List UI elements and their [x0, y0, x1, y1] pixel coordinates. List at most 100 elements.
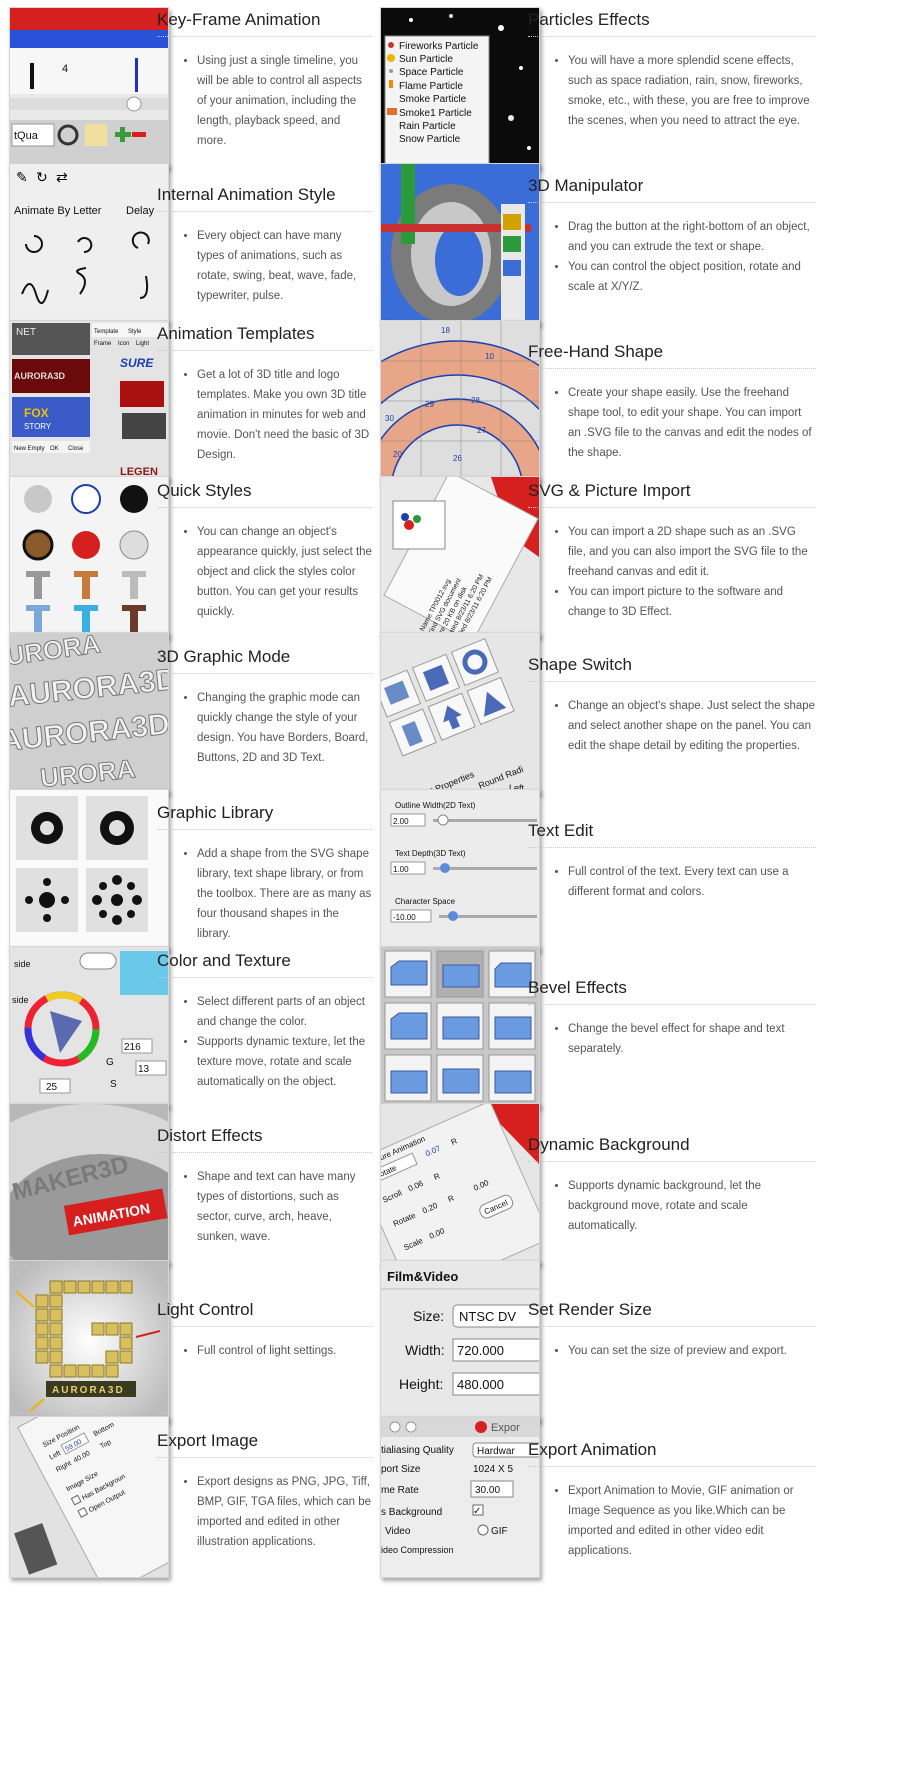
feature-bullet: You can change an object's appearance qu…: [197, 522, 372, 622]
height-input[interactable]: 480.000: [457, 1377, 504, 1392]
keyframe-number: 4: [62, 63, 68, 75]
feature-text: Dynamic Background Supports dynamic back…: [528, 1135, 816, 1236]
feature-title: Export Animation: [528, 1440, 816, 1467]
text-depth-value[interactable]: 1.00: [393, 865, 409, 874]
feature-text: Key-Frame Animation Using just a single …: [157, 10, 372, 151]
reset-button[interactable]: R: [447, 1193, 456, 1204]
tab-template[interactable]: Template: [94, 329, 119, 335]
template-story: STORY: [24, 422, 52, 431]
feature-title: SVG & Picture Import: [528, 481, 816, 508]
gif-option[interactable]: GIF: [491, 1526, 508, 1537]
feature-bullet: Create your shape easily. Use the freeha…: [568, 383, 816, 463]
feature-title: Distort Effects: [157, 1126, 372, 1153]
close-button[interactable]: Close: [68, 446, 84, 452]
character-space-label: Character Space: [395, 897, 456, 906]
tab-icon[interactable]: Icon: [118, 341, 129, 347]
quality-select[interactable]: Hardwar: [477, 1446, 515, 1457]
text-depth-label: Text Depth(3D Text): [395, 849, 466, 858]
key-frame-thumbnail: 4 tQua: [9, 7, 169, 169]
shape-switch-thumbnail: Rect Properties Round Radi Left: [380, 632, 540, 794]
feature-bullets: Using just a single timeline, you will b…: [157, 51, 372, 151]
feature-bullet: Full control of light settings.: [197, 1341, 372, 1361]
feature-text: Text Edit Full control of the text. Ever…: [528, 821, 816, 902]
feature-bullets: Export Animation to Movie, GIF animation…: [528, 1481, 816, 1561]
feature-bullet: You can control the object position, rot…: [568, 257, 816, 297]
export-size-label: port Size: [381, 1464, 421, 1475]
feature-bullets: Drag the button at the right-bottom of a…: [528, 217, 816, 297]
tab-light[interactable]: Light: [136, 341, 149, 347]
feature-title: Shape Switch: [528, 655, 816, 682]
feature-bullet: You can import picture to the software a…: [568, 582, 816, 622]
svg-text:⇄: ⇄: [56, 169, 68, 185]
particle-item: Smoke1 Particle: [399, 108, 472, 119]
ok-button[interactable]: OK: [50, 446, 59, 452]
feature-text: Set Render Size You can set the size of …: [528, 1300, 816, 1361]
reset-button[interactable]: R: [432, 1171, 441, 1182]
particle-item: Flame Particle: [399, 81, 463, 92]
b-value[interactable]: 25: [46, 1082, 58, 1093]
feature-title: Free-Hand Shape: [528, 342, 816, 369]
particle-item: Fireworks Particle: [399, 41, 479, 52]
graphic-mode-thumbnail: URORA AURORA3D AURORA3D URORA: [9, 632, 169, 794]
size-select[interactable]: NTSC DV: [459, 1309, 516, 1324]
export-size-value: 1024 X 5: [473, 1464, 513, 1475]
feature-title: 3D Graphic Mode: [157, 647, 372, 674]
feature-bullets: Every object can have many types of anim…: [157, 226, 372, 306]
feature-title: Internal Animation Style: [157, 185, 372, 212]
manipulator-thumbnail: [380, 163, 540, 325]
tab-style[interactable]: Style: [128, 329, 142, 335]
feature-title: Set Render Size: [528, 1300, 816, 1327]
free-hand-thumbnail: 28 30 29 10 18 26 20 27: [380, 320, 540, 482]
feature-text: Quick Styles You can change an object's …: [157, 481, 372, 622]
quick-styles-thumbnail: [9, 476, 169, 638]
feature-bullet: Every object can have many types of anim…: [197, 226, 372, 306]
reset-button[interactable]: R: [450, 1136, 459, 1147]
feature-title: Export Image: [157, 1431, 372, 1458]
s-value[interactable]: 13: [138, 1064, 150, 1075]
feature-text: Shape Switch Change an object's shape. J…: [528, 655, 816, 756]
tab-frame[interactable]: Frame: [94, 341, 112, 347]
text-edit-thumbnail: Outline Width(2D Text) 2.00 Text Depth(3…: [380, 789, 540, 951]
s-label: S: [110, 1079, 117, 1090]
feature-text: Animation Templates Get a lot of 3D titl…: [157, 324, 372, 465]
graphic-library-thumbnail: [9, 789, 169, 951]
svg-text:✎: ✎: [16, 169, 28, 185]
particles-thumbnail: Fireworks Particle Sun Particle Space Pa…: [380, 7, 540, 169]
feature-bullets: Supports dynamic background, let the bac…: [528, 1176, 816, 1236]
width-label: Width:: [405, 1342, 445, 1358]
feature-text: Export Image Export designs as PNG, JPG,…: [157, 1431, 372, 1552]
template-legend: LEGEN: [120, 466, 158, 478]
frame-rate-input[interactable]: 30.00: [475, 1485, 500, 1496]
export-image-thumbnail: Size Position Left 59.00 Bottom Right 40…: [9, 1416, 169, 1578]
feature-title: Quick Styles: [157, 481, 372, 508]
feature-title: Key-Frame Animation: [157, 10, 372, 37]
feature-bullet: Select different parts of an object and …: [197, 992, 372, 1032]
feature-text: SVG & Picture Import You can import a 2D…: [528, 481, 816, 622]
feature-bullet: Change the bevel effect for shape and te…: [568, 1019, 816, 1059]
light-control-thumbnail: AURORA3D: [9, 1260, 169, 1422]
feature-text: Graphic Library Add a shape from the SVG…: [157, 803, 372, 944]
new-empty-button[interactable]: New Empty: [14, 446, 45, 452]
feature-bullet: You can set the size of preview and expo…: [568, 1341, 816, 1361]
feature-title: Animation Templates: [157, 324, 372, 351]
feature-text: Export Animation Export Animation to Mov…: [528, 1440, 816, 1561]
color-texture-thumbnail: side side G 216 S 13 25: [9, 946, 169, 1108]
video-compression-label: ideo Compression: [381, 1545, 454, 1555]
outline-width-value[interactable]: 2.00: [393, 817, 409, 826]
feature-bullets: You can change an object's appearance qu…: [157, 522, 372, 622]
left-label: Left: [509, 783, 525, 793]
feature-title: 3D Manipulator: [528, 176, 816, 203]
render-size-thumbnail: Film&Video Size: NTSC DV Width: 720.000 …: [380, 1260, 540, 1422]
feature-title: Light Control: [157, 1300, 372, 1327]
feature-text: 3D Graphic Mode Changing the graphic mod…: [157, 647, 372, 768]
feature-bullet: Supports dynamic texture, let the textur…: [197, 1032, 372, 1092]
feature-bullets: Full control of light settings.: [157, 1341, 372, 1361]
feature-text: Particles Effects You will have a more s…: [528, 10, 816, 131]
feature-bullet: Changing the graphic mode can quickly ch…: [197, 688, 372, 768]
width-input[interactable]: 720.000: [457, 1343, 504, 1358]
feature-title: Graphic Library: [157, 803, 372, 830]
g-value[interactable]: 216: [124, 1042, 141, 1053]
video-option[interactable]: Video: [385, 1526, 411, 1537]
character-space-value[interactable]: -10.00: [393, 913, 416, 922]
node-label: 20: [393, 450, 402, 459]
